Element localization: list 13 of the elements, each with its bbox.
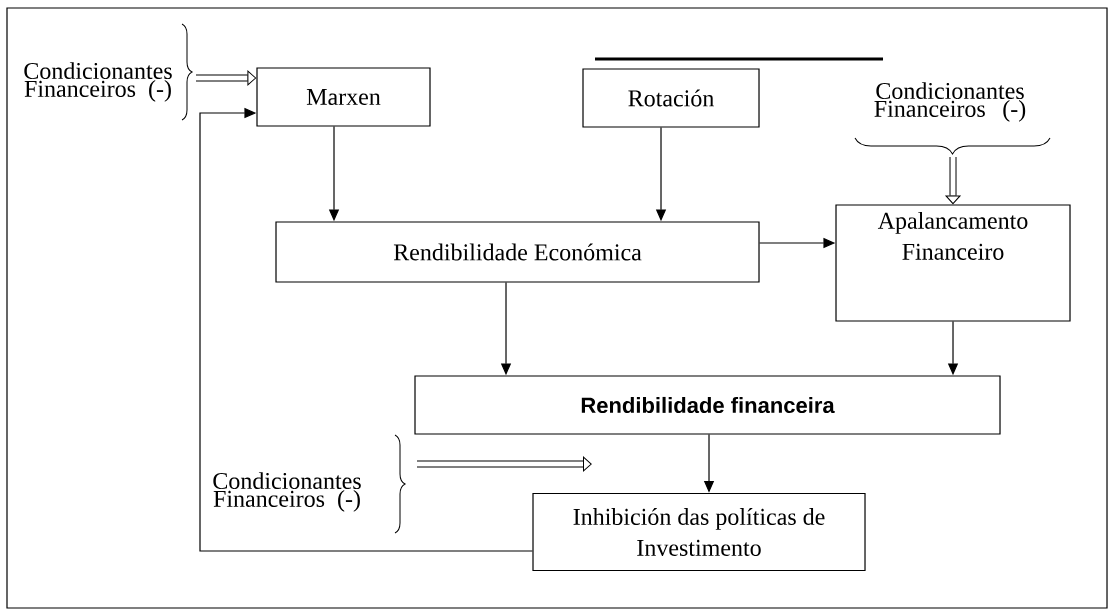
process-box: Rendibilidade Económica [275, 221, 760, 283]
arrow [199, 107, 533, 552]
hollow-arrow [417, 456, 592, 472]
process-box: Apalancamento Financeiro [835, 204, 1071, 322]
process-box: Marxen [256, 67, 431, 127]
process-box: Inhibición das políticas de Investimento [532, 492, 866, 572]
process-box: Rotación [582, 68, 760, 128]
bare-text: Condicionantes Financeiros (-) [24, 62, 172, 102]
hollow-arrow [196, 70, 257, 86]
process-box: Rendibilidade financeira [414, 375, 1001, 435]
bare-text: Condicionantes Financeiros (-) [874, 82, 1026, 122]
hollow-arrow [945, 157, 961, 205]
bare-text: Condicionantes Financeiros (-) [213, 472, 361, 512]
